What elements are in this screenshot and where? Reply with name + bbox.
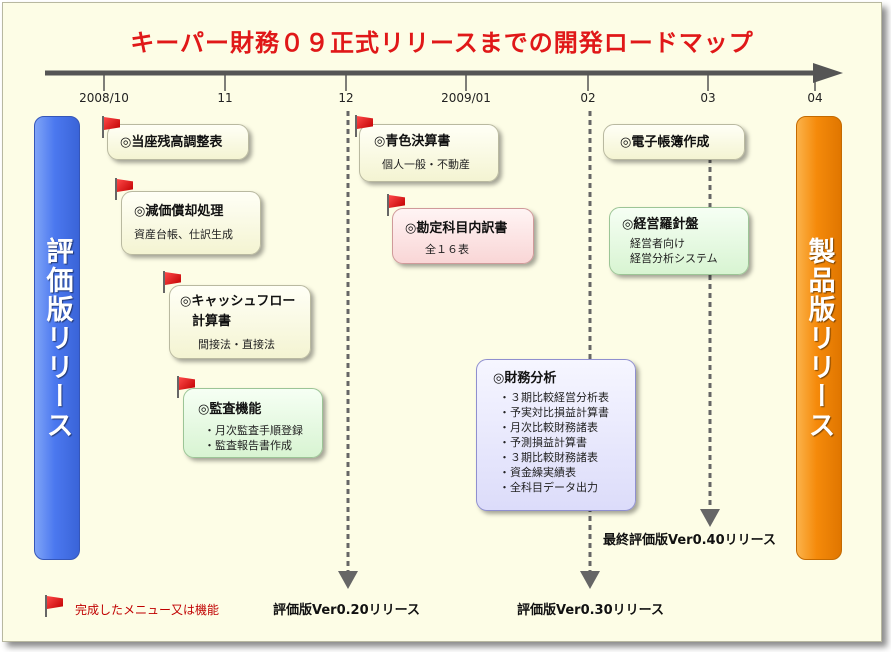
aoiro-title: ◎青色決算書 bbox=[374, 134, 451, 149]
list-item: ・資金繰実績表 bbox=[499, 466, 576, 479]
trial-release-pillar: 評価版リリース bbox=[34, 116, 80, 560]
tick-label: 11 bbox=[217, 91, 233, 105]
genka-sub: 資産台帳、仕訳生成 bbox=[134, 228, 233, 241]
list-item: ・予測損益計算書 bbox=[499, 436, 587, 449]
kansa-title: ◎監査機能 bbox=[198, 402, 262, 417]
flag-icon bbox=[175, 376, 197, 398]
kanjo-title: ◎勘定科目内訳書 bbox=[405, 221, 508, 236]
tick-label: 12 bbox=[338, 91, 354, 105]
tick-label: 2008/10 bbox=[79, 91, 129, 105]
flag-icon bbox=[353, 115, 375, 137]
list-item: ・３期比較財務諸表 bbox=[499, 451, 598, 464]
cashflow-title-1: ◎キャッシュフロー bbox=[180, 294, 296, 309]
list-item: 経営分析システム bbox=[630, 252, 718, 265]
roadmap-frame: キーパー財務０９正式リリースまでの開発ロードマップ 2008/10 11 12 … bbox=[2, 2, 882, 642]
timeline-arrowhead bbox=[813, 63, 843, 83]
touza-title: ◎当座残高調整表 bbox=[120, 135, 223, 150]
release-arrow-v030 bbox=[580, 571, 600, 589]
page-title: キーパー財務０９正式リリースまでの開発ロードマップ bbox=[130, 29, 754, 57]
release-label-v040: 最終評価版Ver0.40リリース bbox=[603, 533, 777, 548]
cashflow-sub: 間接法・直接法 bbox=[198, 338, 275, 351]
release-label-v030: 評価版Ver0.30リリース bbox=[517, 603, 665, 618]
tick-label: 02 bbox=[580, 91, 596, 105]
list-item: ・月次比較財務諸表 bbox=[499, 421, 598, 434]
denshi-box: ◎電子帳簿作成 bbox=[603, 124, 745, 160]
genka-title: ◎減価償却処理 bbox=[134, 204, 224, 219]
zaimu-title: ◎財務分析 bbox=[493, 371, 557, 386]
list-item: ・全科目データ出力 bbox=[499, 481, 598, 494]
zaimu-box: ◎財務分析 ・３期比較経営分析表 ・予実対比損益計算書 ・月次比較財務諸表 ・予… bbox=[476, 359, 636, 511]
aoiro-sub: 個人一般・不動産 bbox=[382, 158, 470, 171]
flag-icon bbox=[161, 271, 183, 293]
tick-label: 03 bbox=[700, 91, 716, 105]
cashflow-title-2: 計算書 bbox=[192, 314, 232, 329]
cashflow-box: ◎キャッシュフロー 計算書 間接法・直接法 bbox=[169, 285, 311, 359]
touza-box: ◎当座残高調整表 bbox=[107, 124, 249, 160]
flag-icon bbox=[113, 178, 135, 200]
tick-label: 2009/01 bbox=[441, 91, 491, 105]
flag-icon bbox=[385, 194, 407, 216]
keiei-title: ◎経営羅針盤 bbox=[622, 217, 699, 232]
list-item: ・月次監査手順登録 bbox=[204, 424, 303, 437]
release-label-v020: 評価版Ver0.20リリース bbox=[273, 603, 421, 618]
flag-icon bbox=[100, 116, 122, 138]
aoiro-box: ◎青色決算書 個人一般・不動産 bbox=[359, 124, 499, 182]
genka-box: ◎減価償却処理 資産台帳、仕訳生成 bbox=[121, 191, 261, 255]
list-item: ・監査報告書作成 bbox=[204, 439, 292, 452]
release-arrow-v020 bbox=[338, 571, 358, 589]
list-item: 経営者向け bbox=[630, 237, 685, 250]
list-item: ・３期比較経営分析表 bbox=[499, 391, 609, 404]
list-item: ・予実対比損益計算書 bbox=[499, 406, 609, 419]
tick-label: 04 bbox=[807, 91, 823, 105]
product-release-pillar: 製品版リリース bbox=[796, 116, 842, 560]
kanjo-sub: 全１６表 bbox=[425, 243, 469, 256]
legend-label: 完成したメニュー又は機能 bbox=[75, 603, 220, 617]
legend-flag-icon bbox=[43, 595, 65, 617]
kansa-box: ◎監査機能 ・月次監査手順登録 ・監査報告書作成 bbox=[183, 388, 323, 458]
release-arrow-v040 bbox=[700, 509, 720, 527]
kanjo-box: ◎勘定科目内訳書 全１６表 bbox=[392, 208, 534, 264]
denshi-title: ◎電子帳簿作成 bbox=[620, 135, 710, 150]
keiei-box: ◎経営羅針盤 経営者向け 経営分析システム bbox=[609, 207, 749, 275]
